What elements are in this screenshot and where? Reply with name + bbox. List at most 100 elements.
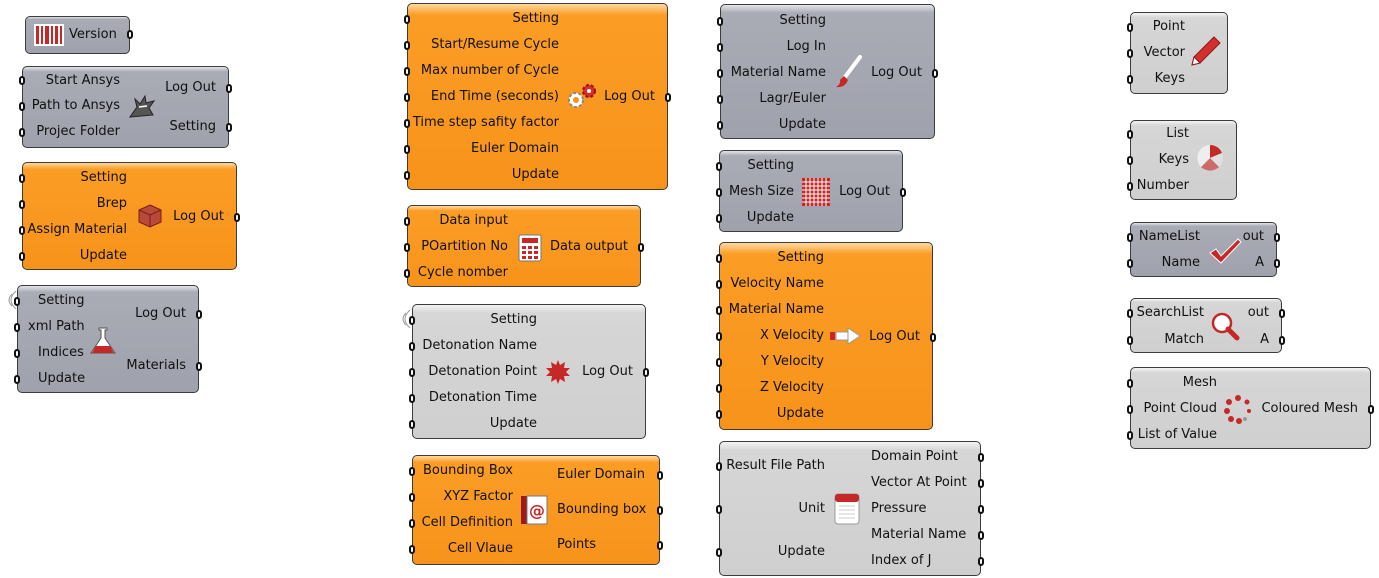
output-grip[interactable] bbox=[900, 188, 906, 197]
input-grip[interactable] bbox=[19, 174, 25, 183]
input-grip[interactable] bbox=[19, 252, 25, 261]
input-grip[interactable] bbox=[1127, 336, 1133, 345]
input-grip[interactable] bbox=[717, 43, 723, 52]
input-grip[interactable] bbox=[409, 316, 415, 325]
output-grip[interactable] bbox=[226, 123, 232, 132]
output-grip[interactable] bbox=[1274, 233, 1280, 242]
input-grip[interactable] bbox=[404, 217, 410, 226]
input-grip[interactable] bbox=[409, 519, 415, 528]
input-grip[interactable] bbox=[14, 323, 20, 332]
point-vector-keys-component[interactable]: Point Vector Keys bbox=[1127, 12, 1228, 94]
output-grip[interactable] bbox=[234, 213, 240, 222]
input-grip[interactable] bbox=[14, 297, 20, 306]
output-grip[interactable] bbox=[196, 362, 202, 371]
input-grip[interactable] bbox=[1127, 75, 1133, 84]
input-grip[interactable] bbox=[1127, 233, 1133, 242]
output-grip[interactable] bbox=[1274, 259, 1280, 268]
input-grip[interactable] bbox=[409, 420, 415, 429]
input-grip[interactable] bbox=[1127, 182, 1133, 191]
input-grip[interactable] bbox=[404, 15, 410, 24]
input-grip[interactable] bbox=[716, 254, 722, 263]
input-grip[interactable] bbox=[404, 243, 410, 252]
input-grip[interactable] bbox=[716, 332, 722, 341]
input-grip[interactable] bbox=[716, 410, 722, 419]
input-grip[interactable] bbox=[1127, 130, 1133, 139]
detonation-component[interactable]: Setting Detonation Name Detonation Point… bbox=[409, 304, 649, 439]
material-component[interactable]: Setting Log In Material Name Lagr/Euler … bbox=[717, 4, 938, 139]
output-grip[interactable] bbox=[930, 333, 936, 342]
input-grip[interactable] bbox=[404, 171, 410, 180]
input-grip[interactable] bbox=[717, 17, 723, 26]
input-grip[interactable] bbox=[716, 358, 722, 367]
output-grip[interactable] bbox=[978, 557, 984, 566]
input-grip[interactable] bbox=[409, 368, 415, 377]
input-grip[interactable] bbox=[1127, 49, 1133, 58]
start-ansys-component[interactable]: Start Ansys Path to Ansys Projec Folder … bbox=[19, 66, 232, 148]
input-grip[interactable] bbox=[716, 214, 722, 223]
input-grip[interactable] bbox=[1127, 23, 1133, 32]
input-grip[interactable] bbox=[409, 493, 415, 502]
output-grip[interactable] bbox=[196, 310, 202, 319]
output-grip[interactable] bbox=[978, 479, 984, 488]
input-grip[interactable] bbox=[1127, 405, 1133, 414]
input-grip[interactable] bbox=[404, 119, 410, 128]
input-grip[interactable] bbox=[404, 269, 410, 278]
input-grip[interactable] bbox=[409, 545, 415, 554]
input-grip[interactable] bbox=[1127, 379, 1133, 388]
input-grip[interactable] bbox=[409, 467, 415, 476]
output-grip[interactable] bbox=[1368, 405, 1374, 414]
output-grip[interactable] bbox=[657, 541, 663, 550]
brep-material-component[interactable]: Setting Brep Assign Material Update Log … bbox=[19, 162, 240, 270]
input-grip[interactable] bbox=[717, 121, 723, 130]
bounding-box-component[interactable]: Bounding Box XYZ Factor Cell Definition … bbox=[409, 455, 663, 565]
output-grip[interactable] bbox=[978, 531, 984, 540]
xml-material-component[interactable]: Setting xml Path Indices Update Log Out … bbox=[14, 285, 202, 393]
output-grip[interactable] bbox=[1279, 336, 1285, 345]
input-grip[interactable] bbox=[716, 505, 722, 514]
data-partition-component[interactable]: Data input POartition No Cycle nomber Da… bbox=[404, 205, 644, 287]
input-grip[interactable] bbox=[19, 226, 25, 235]
input-grip[interactable] bbox=[716, 384, 722, 393]
input-grip[interactable] bbox=[404, 145, 410, 154]
input-grip[interactable] bbox=[1127, 259, 1133, 268]
input-grip[interactable] bbox=[19, 128, 25, 137]
input-grip[interactable] bbox=[404, 93, 410, 102]
cycle-setting-component[interactable]: Setting Start/Resume Cycle Max number of… bbox=[404, 3, 671, 190]
input-grip[interactable] bbox=[716, 162, 722, 171]
input-grip[interactable] bbox=[1127, 156, 1133, 165]
input-grip[interactable] bbox=[716, 462, 722, 471]
input-grip[interactable] bbox=[19, 102, 25, 111]
result-file-component[interactable]: Result File Path Unit Update Domain Poin… bbox=[716, 441, 984, 576]
input-grip[interactable] bbox=[716, 188, 722, 197]
input-grip[interactable] bbox=[1127, 431, 1133, 440]
output-grip[interactable] bbox=[657, 506, 663, 515]
input-grip[interactable] bbox=[716, 306, 722, 315]
output-grip[interactable] bbox=[1279, 309, 1285, 318]
input-grip[interactable] bbox=[1127, 309, 1133, 318]
coloured-mesh-component[interactable]: Mesh Point Cloud List of Value Coloured … bbox=[1127, 367, 1374, 449]
input-grip[interactable] bbox=[716, 280, 722, 289]
input-grip[interactable] bbox=[717, 95, 723, 104]
input-grip[interactable] bbox=[19, 200, 25, 209]
input-grip[interactable] bbox=[404, 41, 410, 50]
output-grip[interactable] bbox=[978, 453, 984, 462]
input-grip[interactable] bbox=[19, 76, 25, 85]
output-grip[interactable] bbox=[932, 69, 938, 78]
version-component[interactable]: Version bbox=[25, 16, 133, 54]
list-keys-number-component[interactable]: List Keys Number bbox=[1127, 120, 1237, 200]
input-grip[interactable] bbox=[404, 67, 410, 76]
output-grip[interactable] bbox=[665, 93, 671, 102]
output-grip[interactable] bbox=[127, 30, 133, 39]
output-grip[interactable] bbox=[978, 505, 984, 514]
namelist-component[interactable]: NameList Name out A bbox=[1127, 222, 1280, 277]
velocity-component[interactable]: Setting Velocity Name Material Name X Ve… bbox=[716, 242, 936, 430]
input-grip[interactable] bbox=[409, 342, 415, 351]
searchlist-component[interactable]: SearchList Match out A bbox=[1127, 298, 1285, 353]
input-grip[interactable] bbox=[14, 349, 20, 358]
output-grip[interactable] bbox=[638, 243, 644, 252]
output-grip[interactable] bbox=[643, 368, 649, 377]
output-grip[interactable] bbox=[657, 471, 663, 480]
output-grip[interactable] bbox=[226, 84, 232, 93]
input-grip[interactable] bbox=[716, 548, 722, 557]
input-grip[interactable] bbox=[14, 375, 20, 384]
